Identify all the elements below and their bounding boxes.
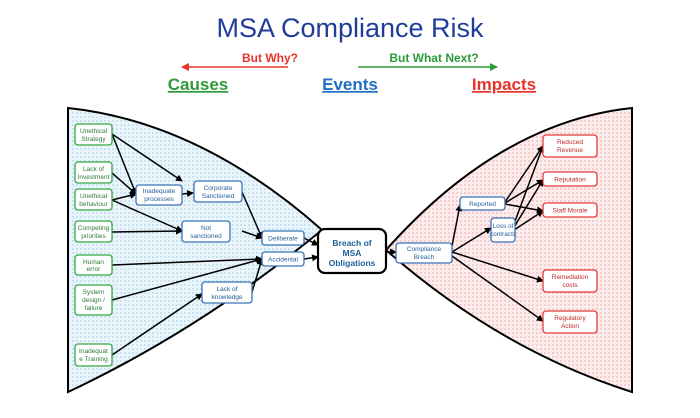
impact-reduced-revenue: Reduced Revenue: [542, 134, 598, 158]
cause-competing-priorities: Competing priorities: [74, 220, 113, 243]
impact-reputation: Reputation: [542, 171, 598, 187]
svg-text:behaviour: behaviour: [79, 201, 108, 208]
svg-text:Reported: Reported: [469, 201, 496, 208]
svg-text:Breach of: Breach of: [332, 238, 371, 248]
impact-regulatory-action: Regulatory Action: [542, 310, 598, 334]
svg-text:Unethical: Unethical: [80, 128, 108, 135]
svg-text:Breach: Breach: [414, 254, 435, 261]
svg-text:e Training: e Training: [79, 356, 108, 363]
cause-unethical-strategy: Unethical Strategy: [74, 123, 113, 146]
cause-lack-of-investment: Lack of Investment: [74, 161, 113, 184]
causes-header: Causes: [168, 75, 228, 94]
svg-text:contracts: contracts: [490, 231, 517, 238]
cause-human-error: Human error: [74, 254, 113, 276]
events-header: Events: [322, 75, 378, 94]
next-label: But What Next?: [389, 51, 478, 65]
svg-text:error: error: [87, 266, 102, 273]
impact-remediation-costs: Remediation costs: [542, 269, 598, 293]
cause-system-design-failure: System design / failure: [74, 284, 113, 316]
cause-inadequate-training: Inadequat e Training: [74, 343, 113, 367]
diagram-title: MSA Compliance Risk: [216, 13, 484, 43]
impacts-header: Impacts: [472, 75, 536, 94]
event-not-sanctioned: Not sanctioned: [181, 220, 231, 243]
svg-text:Reduced: Reduced: [557, 139, 583, 146]
cause-unethical-behaviour: Unethical behaviour: [74, 188, 113, 211]
svg-text:Reputation: Reputation: [554, 177, 586, 184]
svg-text:Accidental: Accidental: [268, 257, 299, 264]
impact-staff-morale: Staff Morale: [542, 202, 598, 218]
center-breach-box: Breach of MSA Obligations: [316, 227, 388, 275]
svg-text:Action: Action: [561, 323, 579, 330]
event-compliance-breach: Compliance Breach: [395, 242, 453, 264]
svg-text:Deliberate: Deliberate: [268, 236, 298, 243]
event-corporate-sanctioned: Corporate Sanctioned: [193, 180, 243, 203]
svg-text:System: System: [83, 289, 105, 296]
svg-text:MSA: MSA: [343, 248, 362, 258]
svg-text:failure: failure: [85, 305, 103, 312]
svg-text:Competing: Competing: [78, 225, 110, 232]
svg-text:knowledge: knowledge: [211, 294, 242, 301]
event-lack-of-knowledge: Lack of knowledge: [201, 281, 253, 304]
svg-text:Regulatory: Regulatory: [554, 315, 586, 322]
svg-text:Compliance: Compliance: [407, 246, 442, 253]
svg-text:sanctioned: sanctioned: [190, 233, 222, 240]
svg-text:processes: processes: [144, 196, 174, 203]
arrows-left: [111, 133, 319, 356]
svg-text:design /: design /: [82, 297, 105, 304]
svg-text:costs: costs: [562, 282, 578, 289]
svg-text:Corporate: Corporate: [204, 185, 233, 192]
svg-text:priorities: priorities: [81, 233, 106, 240]
svg-text:Loss of: Loss of: [493, 223, 514, 230]
event-inadequate-processes: Inadequate processes: [135, 184, 183, 206]
why-label: But Why?: [242, 51, 298, 65]
svg-text:Human: Human: [83, 259, 104, 266]
svg-text:Revenue: Revenue: [557, 147, 583, 154]
svg-text:Inadequate: Inadequate: [143, 188, 176, 195]
svg-text:Obligations: Obligations: [329, 258, 376, 268]
svg-text:Staff Morale: Staff Morale: [553, 208, 588, 215]
svg-text:Lack of: Lack of: [83, 166, 104, 173]
svg-text:Not: Not: [201, 225, 211, 232]
svg-text:Lack of: Lack of: [217, 286, 238, 293]
svg-text:Unethical: Unethical: [80, 193, 108, 200]
event-reported: Reported: [459, 196, 506, 211]
svg-text:Remediation: Remediation: [552, 274, 589, 281]
svg-text:Investment: Investment: [78, 174, 110, 181]
svg-text:Sanctioned: Sanctioned: [202, 193, 235, 200]
svg-text:Inadequat: Inadequat: [79, 348, 108, 355]
event-deliberate: Deliberate: [261, 230, 305, 246]
svg-text:Strategy: Strategy: [81, 136, 106, 143]
arrows-right: [386, 145, 545, 322]
event-accidental: Accidental: [261, 251, 305, 267]
event-loss-of-contracts: Loss of contracts: [490, 217, 517, 243]
